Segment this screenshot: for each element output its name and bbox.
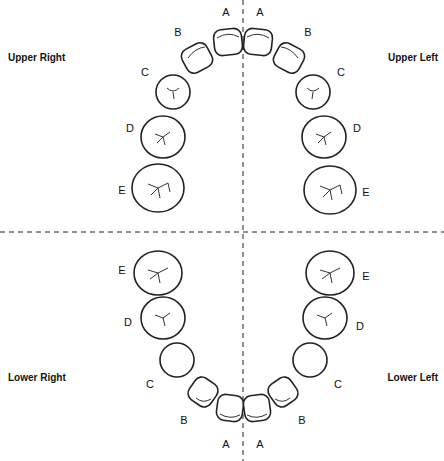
- quadrant-label: Upper Right: [8, 53, 65, 63]
- tooth-letter: C: [334, 379, 342, 390]
- quadrant-label: Upper Left: [388, 53, 438, 63]
- tooth: [132, 164, 184, 212]
- tooth: [213, 28, 244, 57]
- tooth: [179, 40, 216, 76]
- tooth: [156, 75, 190, 109]
- midline: [243, 0, 244, 461]
- tooth: [134, 251, 182, 295]
- tooth-letter: A: [256, 7, 263, 18]
- tooth-letter: D: [124, 317, 132, 328]
- tooth-letter: A: [222, 439, 229, 450]
- tooth: [185, 374, 221, 410]
- tooth-letter: B: [298, 415, 305, 426]
- tooth: [303, 297, 347, 339]
- tooth: [141, 297, 185, 339]
- tooth-details: [148, 34, 342, 417]
- tooth: [242, 393, 271, 422]
- tooth-letter: B: [174, 27, 181, 38]
- tooth: [296, 75, 330, 109]
- tooth: [293, 343, 327, 377]
- tooth-letter: E: [362, 187, 369, 198]
- tooth-letter: B: [180, 415, 187, 426]
- tooth-letter: E: [118, 265, 125, 276]
- tooth: [302, 116, 346, 158]
- tooth-letter: C: [337, 67, 345, 78]
- tooth-letter: D: [353, 123, 361, 134]
- tooth: [141, 116, 185, 158]
- tooth-letter: D: [356, 321, 364, 332]
- occlusal-line: [0, 232, 444, 233]
- tooth-letter: D: [126, 123, 134, 134]
- tooth: [306, 251, 354, 295]
- quadrant-label: Lower Left: [387, 373, 438, 383]
- tooth-letter: A: [222, 7, 229, 18]
- tooth: [243, 28, 274, 57]
- tooth-letter: C: [141, 67, 149, 78]
- tooth: [271, 40, 308, 76]
- tooth-letter: E: [118, 185, 125, 196]
- tooth-letter: B: [304, 27, 311, 38]
- tooth-letter: E: [362, 271, 369, 282]
- tooth: [160, 343, 194, 377]
- tooth: [304, 166, 356, 214]
- tooth-letter: C: [146, 379, 154, 390]
- tooth: [215, 393, 244, 422]
- quadrant-label: Lower Right: [8, 373, 66, 383]
- tooth-letter: A: [256, 439, 263, 450]
